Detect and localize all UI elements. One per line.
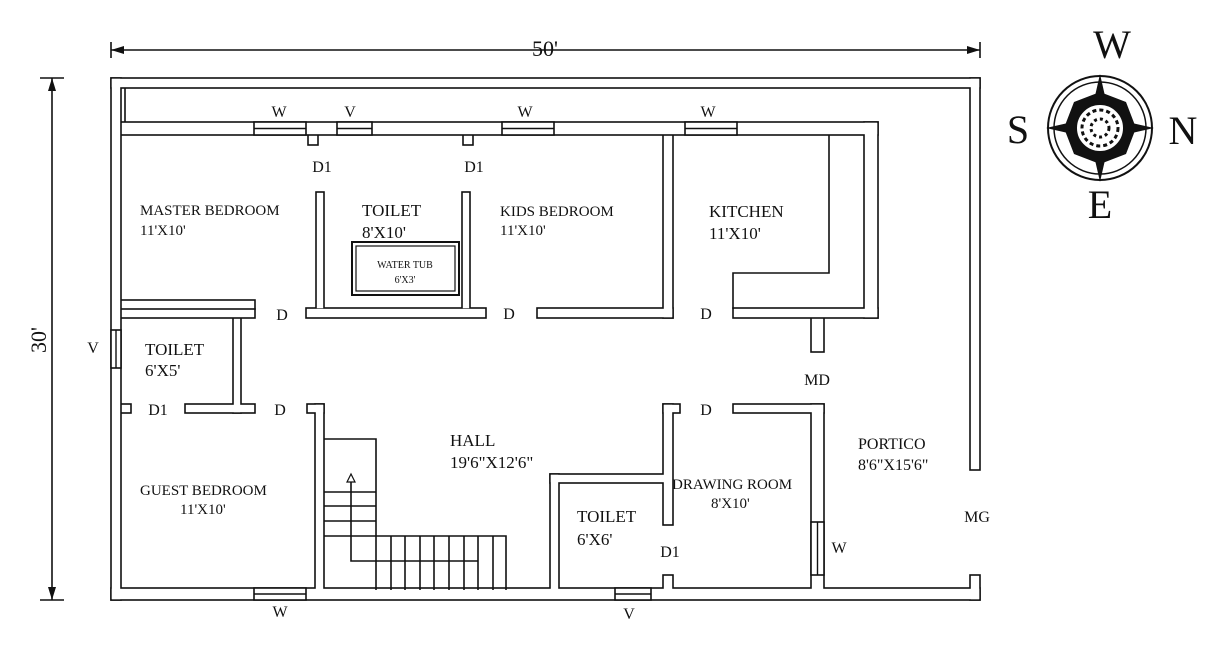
- window-label: W: [272, 604, 288, 621]
- wall-fill: [111, 588, 980, 600]
- depth-dimension: 30': [26, 77, 64, 601]
- windows: [110, 121, 825, 601]
- window-icon: [110, 329, 122, 369]
- main-gate-label: MG: [964, 509, 990, 526]
- window-icon: [253, 121, 307, 136]
- guest-bedroom-size: 11'X10': [180, 502, 226, 518]
- main-door-label: MD: [804, 372, 830, 389]
- door-label: D1: [312, 159, 332, 176]
- water-tub-size: 6'X3': [395, 275, 416, 286]
- master-bedroom-size: 11'X10': [140, 223, 186, 239]
- ventilator-label: V: [344, 104, 356, 121]
- hall-size: 19'6"X12'6": [450, 453, 533, 472]
- portico-size: 8'6"X15'6": [858, 457, 928, 474]
- ventilator-label: V: [87, 340, 99, 357]
- window-icon: [253, 587, 307, 601]
- depth-label: 30': [26, 327, 51, 353]
- toilet-bottom-name: TOILET: [577, 507, 637, 526]
- width-label: 50': [532, 36, 558, 61]
- walls: [110, 77, 981, 601]
- kids-bedroom-size: 11'X10': [500, 223, 546, 239]
- wall-fill: [121, 88, 125, 122]
- wall-fill: [811, 318, 824, 352]
- window-icon: [684, 121, 738, 136]
- wall-fill: [233, 318, 241, 413]
- wall-fill: [663, 404, 673, 525]
- water-tub: WATER TUB 6'X3': [351, 241, 460, 296]
- compass-n: N: [1169, 108, 1198, 153]
- guest-bedroom-name: GUEST BEDROOM: [140, 483, 267, 499]
- wall-fill: [185, 404, 255, 413]
- compass-e: E: [1088, 182, 1112, 227]
- wall-fill: [970, 575, 980, 600]
- door-label: D1: [464, 159, 484, 176]
- door-label: D1: [660, 544, 680, 561]
- wall-fill: [463, 135, 473, 145]
- room-labels: MASTER BEDROOM 11'X10' TOILET 8'X10' KID…: [140, 201, 928, 549]
- door-label: D: [274, 402, 286, 419]
- window-icon: [501, 121, 555, 136]
- wall-fill: [306, 308, 486, 318]
- kids-bedroom-name: KIDS BEDROOM: [500, 204, 614, 220]
- wall-fill: [111, 78, 980, 88]
- wall-fill: [121, 309, 255, 318]
- wall-fill: [733, 404, 824, 413]
- compass-s: S: [1007, 107, 1029, 152]
- kitchen-counter: [732, 135, 830, 309]
- door-label: D: [700, 306, 712, 323]
- wall-fill: [663, 575, 673, 590]
- wall-fill: [121, 300, 255, 309]
- window-icon: [336, 121, 373, 136]
- kitchen-size: 11'X10': [709, 224, 761, 243]
- window-icon: [810, 521, 825, 576]
- ventilator-label: V: [623, 606, 635, 623]
- compass-w: W: [1093, 22, 1131, 67]
- wall-fill: [864, 122, 878, 318]
- drawing-room-size: 8'X10': [711, 496, 750, 512]
- wall-fill: [663, 404, 680, 413]
- opening-labels: W V W W D1 D1 D D D V D1 D D MD MG W D1 …: [87, 104, 990, 623]
- master-bedroom-name: MASTER BEDROOM: [140, 203, 280, 219]
- wall-fill: [308, 135, 318, 145]
- wall-fill: [663, 135, 673, 318]
- drawing-room-name: DRAWING ROOM: [672, 477, 792, 493]
- compass-rose-icon: W S N E: [1007, 22, 1198, 227]
- door-label: D: [503, 306, 515, 323]
- wall-fill: [537, 308, 673, 318]
- water-tub-label: WATER TUB: [377, 260, 433, 271]
- window-label: W: [517, 104, 533, 121]
- wall-fill: [970, 78, 980, 470]
- wall-fill: [550, 474, 672, 483]
- window-label: W: [700, 104, 716, 121]
- window-label: W: [831, 540, 847, 557]
- wall-fill: [121, 404, 131, 413]
- toilet-bottom-size: 6'X6': [577, 530, 612, 549]
- portico-name: PORTICO: [858, 436, 926, 453]
- hall-name: HALL: [450, 431, 495, 450]
- toilet-attached-name: TOILET: [362, 201, 422, 220]
- wall-fill: [121, 122, 878, 135]
- wall-fill: [307, 404, 324, 413]
- wall-fill: [733, 308, 878, 318]
- kitchen-name: KITCHEN: [709, 202, 784, 221]
- door-label: D1: [148, 402, 168, 419]
- wall-fill: [315, 404, 324, 590]
- toilet-left-name: TOILET: [145, 340, 205, 359]
- toilet-attached-size: 8'X10': [362, 223, 406, 242]
- toilet-left-size: 6'X5': [145, 361, 180, 380]
- wall-fill: [550, 474, 559, 590]
- window-label: W: [271, 104, 287, 121]
- window-icon: [614, 587, 652, 601]
- door-label: D: [700, 402, 712, 419]
- wall-fill: [316, 192, 324, 309]
- staircase: [324, 438, 507, 590]
- width-dimension: 50': [110, 36, 981, 61]
- door-label: D: [276, 307, 288, 324]
- wall-fill: [462, 192, 470, 309]
- wall-fill: [811, 404, 824, 590]
